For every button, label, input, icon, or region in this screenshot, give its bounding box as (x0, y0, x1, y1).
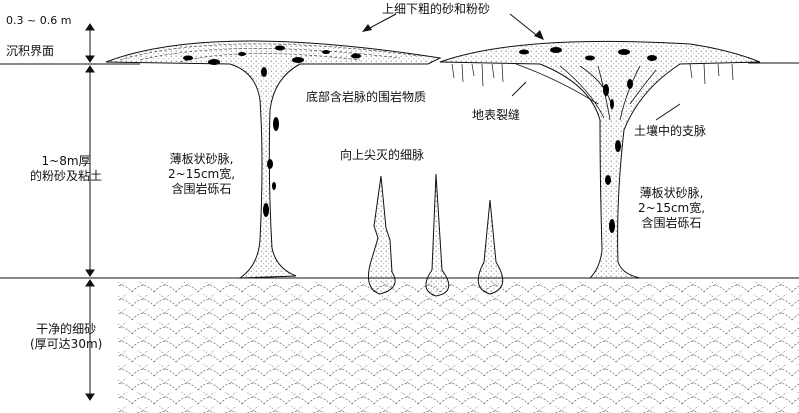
upper-layer-label: 上细下粗的砂和粉砂 (382, 2, 491, 16)
left-dike-line-2: 2~15cm宽, (168, 167, 236, 181)
depth-range-label: 0.3 ~ 0.6 m (6, 14, 72, 27)
sand-layer-label: 干净的细砂 (厚可达30m) (30, 322, 102, 352)
left-mound-lamination (119, 43, 421, 63)
sand-layer (118, 282, 799, 413)
pinching-vein-3 (477, 199, 504, 295)
left-dike-label: 薄板状砂脉, 2~15cm宽, 含围岩砾石 (168, 152, 235, 197)
ground-fissure-label: 地表裂缝 (472, 108, 521, 122)
callout-arrows (365, 13, 681, 121)
ground-fissure-marks (451, 63, 734, 87)
sand-layer-line-2: (厚可达30m) (30, 337, 103, 351)
clasts (183, 45, 657, 233)
pinching-vein-2 (425, 173, 450, 297)
pinching-vein-1 (367, 175, 396, 295)
soil-branches-lines (515, 63, 657, 121)
right-dike-line-2: 2~15cm宽, (638, 201, 706, 215)
right-dike-line-1: 薄板状砂脉, (639, 186, 704, 200)
silt-layer-label: 1~8m厚 的粉砂及粘土 (30, 154, 102, 184)
right-dike-line-3: 含围岩砾石 (641, 216, 702, 230)
right-dike-label: 薄板状砂脉, 2~15cm宽, 含围岩砾石 (638, 186, 705, 231)
silt-layer-line-1: 1~8m厚 (41, 154, 91, 168)
left-dike-line-1: 薄板状砂脉, (169, 152, 234, 166)
left-sand-dike (105, 40, 442, 279)
left-dike-line-3: 含围岩砾石 (171, 182, 232, 196)
sand-layer-line-1: 干净的细砂 (36, 322, 97, 336)
soil-branches-label: 土壤中的支脉 (634, 124, 707, 138)
silt-layer-line-2: 的粉砂及粘土 (30, 169, 103, 183)
host-rock-label: 底部含岩脉的围岩物质 (306, 90, 427, 104)
surface-label: 沉积界面 (6, 44, 55, 58)
dimension-markers (85, 23, 95, 401)
right-sand-dike (439, 40, 761, 279)
upward-pinching-label: 向上尖灭的细脉 (340, 148, 425, 162)
